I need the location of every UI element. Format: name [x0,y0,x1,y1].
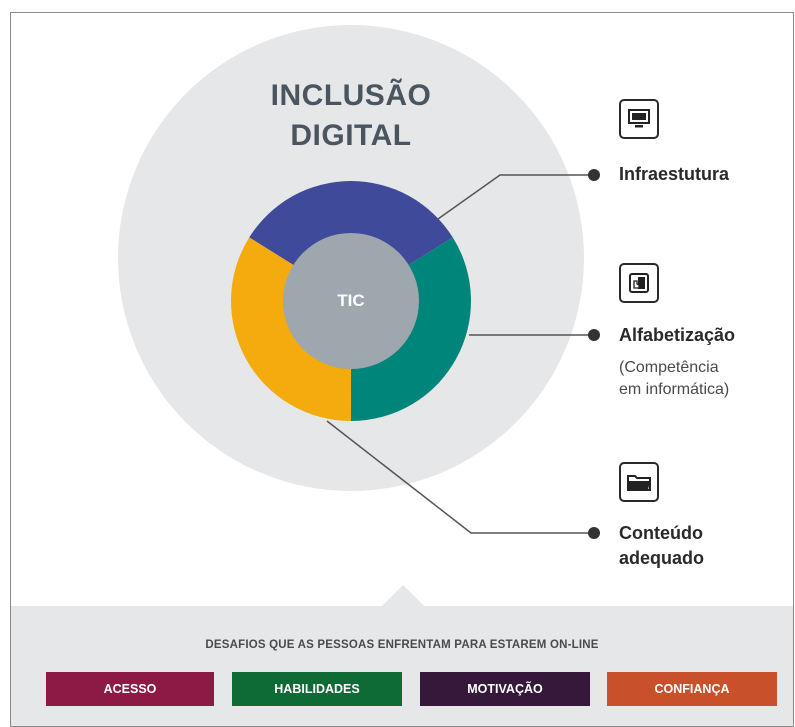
challenge-skills: HABILIDADES [232,672,402,706]
diagram-title-line2: DIGITAL [290,119,412,152]
pillar-label-literacy: Alfabetização [619,325,736,345]
center-circle [283,233,419,369]
pillar-label-content-1: Conteúdo [619,523,703,543]
connector-infrastructure [437,174,591,220]
touchscreen-icon [619,263,659,303]
diagram-title-line1: INCLUSÃO [270,79,432,112]
infographic-frame: INCLUSÃO DIGITAL TIC Infraestutura Alfab… [10,12,794,727]
challenge-motivation: MOTIVAÇÃO [420,672,590,706]
folder-icon [619,462,659,502]
ring-segment-infrastructure [249,180,453,267]
challenge-confidence: CONFIANÇA [607,672,777,706]
bullet-content [588,527,600,539]
pillar-label-infrastructure: Infraestutura [619,164,730,184]
digital-inclusion-diagram [118,25,600,539]
challenges-title: DESAFIOS QUE AS PESSOAS ENFRENTAM PARA E… [205,639,599,651]
challenges-panel [11,606,793,726]
bullet-literacy [588,329,600,341]
challenge-access: ACESSO [46,672,214,706]
pillar-sub-literacy-2: em informática) [619,381,730,398]
pillar-sub-literacy-1: (Competência [619,359,719,376]
connector-content [326,420,591,534]
bullet-infrastructure [588,169,600,181]
panel-notch [381,585,425,607]
pillar-label-content-2: adequado [619,548,705,568]
center-label: TIC [337,291,365,310]
monitor-icon [619,99,659,139]
